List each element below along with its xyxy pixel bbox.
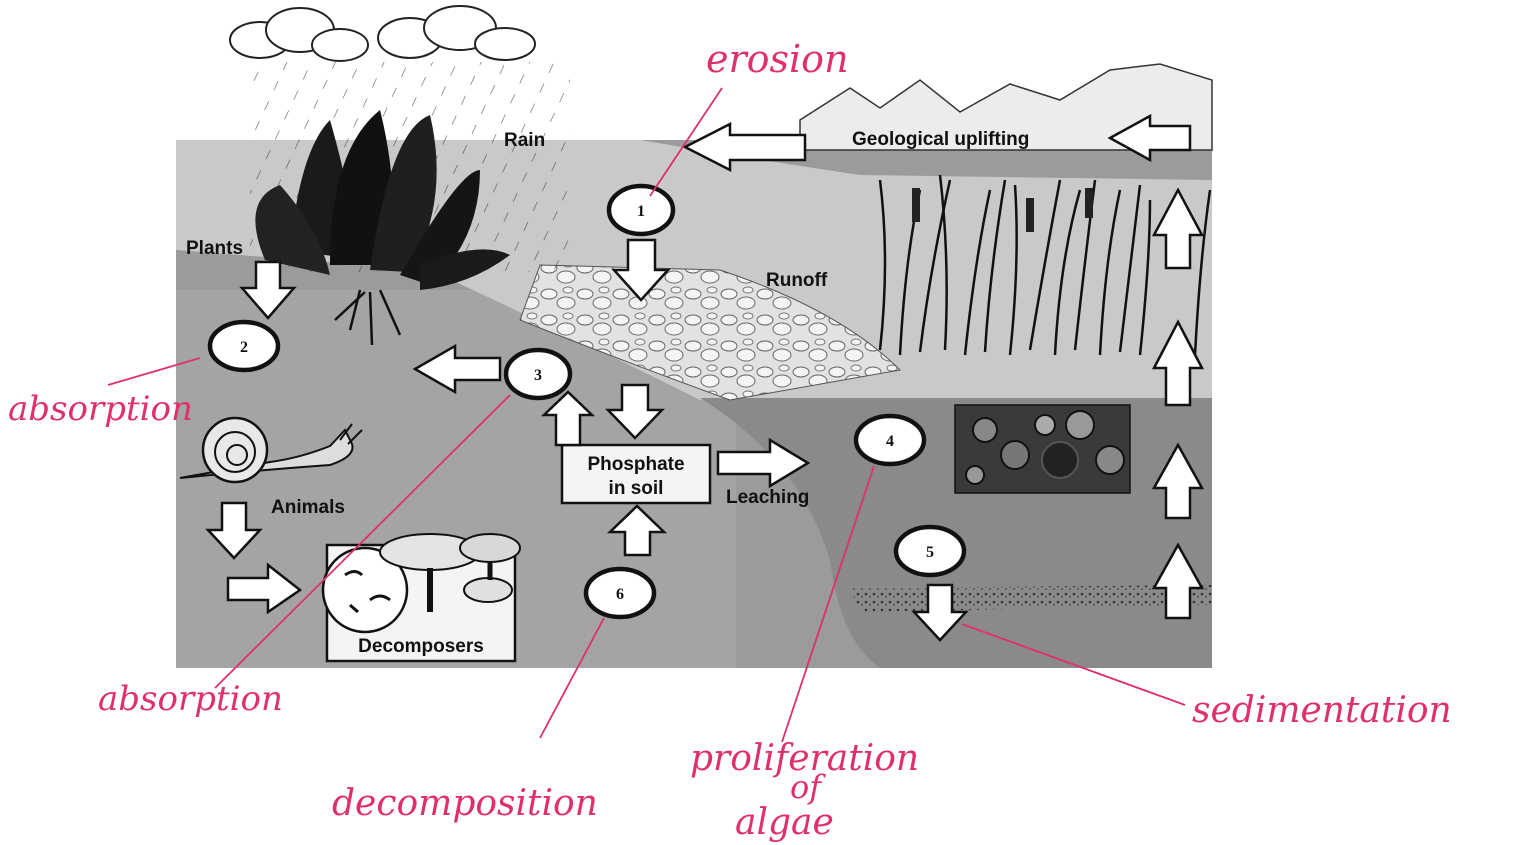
annotation-erosion: erosion <box>706 37 849 81</box>
phosphate-label-line1: Phosphate <box>587 454 684 475</box>
step-6-marker: 6 <box>586 569 654 617</box>
phosphate-in-soil-box: Phosphate in soil <box>562 445 710 503</box>
step-2-marker: 2 <box>210 322 278 370</box>
annotation-absorption-3: absorption <box>98 679 283 719</box>
phosphate-label-line2: in soil <box>609 478 664 499</box>
annotation-proliferation-line3: algae <box>735 802 834 843</box>
animals-label: Animals <box>271 497 345 518</box>
leaching-label: Leaching <box>726 487 809 508</box>
step-3-number: 3 <box>534 367 542 384</box>
step-6-number: 6 <box>616 586 624 603</box>
plants-label: Plants <box>186 238 243 259</box>
geological-uplifting-label: Geological uplifting <box>852 129 1029 150</box>
step-2-number: 2 <box>240 339 248 356</box>
annotation-sedimentation: sedimentation <box>1192 690 1452 731</box>
rain-label: Rain <box>504 130 545 151</box>
step-5-number: 5 <box>926 544 934 561</box>
annotation-absorption-2: absorption <box>8 389 193 429</box>
runoff-label: Runoff <box>766 270 828 291</box>
step-5-marker: 5 <box>896 527 964 575</box>
decomposers-box: Decomposers <box>323 534 520 661</box>
step-1-number: 1 <box>637 203 645 220</box>
decomposers-label: Decomposers <box>358 636 484 657</box>
step-4-number: 4 <box>886 433 894 450</box>
algae-microscope-image <box>955 405 1130 493</box>
step-4-marker: 4 <box>856 416 924 464</box>
step-3-marker: 3 <box>506 350 570 398</box>
annotation-proliferation-line2: of <box>790 768 826 806</box>
step-1-marker: 1 <box>609 186 673 234</box>
annotation-decomposition: decomposition <box>332 783 598 824</box>
